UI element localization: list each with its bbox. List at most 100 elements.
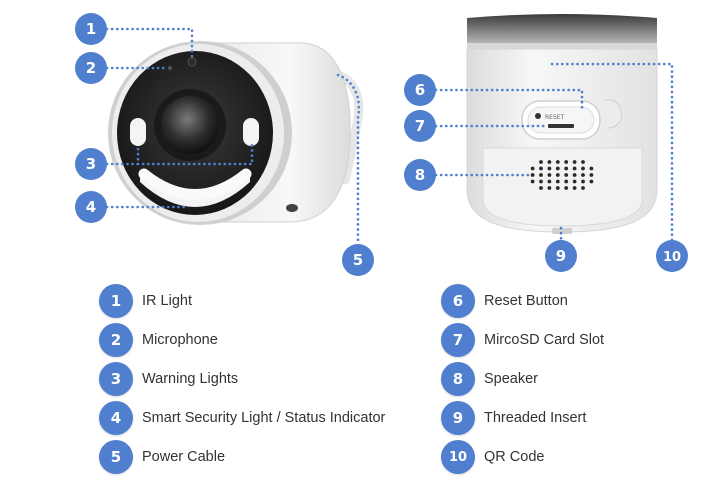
callout-6: 6 [404,74,436,106]
legend-number: 8 [441,362,475,396]
speaker-hole [572,186,577,190]
legend-label: Reset Button [484,293,568,309]
microsd-card-slot [548,124,574,128]
camera-parts-diagram: RESET 1 2 3 4 5 6 7 8 9 10 [75,13,688,276]
speaker-hole [547,160,552,164]
ir-light [187,57,197,67]
smart-security-light [140,170,250,207]
callout-1: 1 [75,13,107,45]
callout-8: 8 [404,159,436,191]
speaker-hole [539,179,543,184]
threaded-insert [552,228,572,234]
speaker-hole [581,160,585,164]
speaker-hole [547,166,552,171]
warning-light-right [243,118,259,146]
speaker-hole [530,179,535,184]
callout-10: 10 [656,240,688,272]
reset-button [535,113,541,119]
legend-item-speaker: 8 Speaker [441,362,538,396]
speaker-hole [572,173,577,177]
legend-item-warning-lights: 3 Warning Lights [99,362,238,396]
speaker-hole [555,160,560,164]
legend-item-qr-code: 10 QR Code [441,440,544,474]
legend-number: 7 [441,323,475,357]
speaker-hole [555,186,560,190]
speaker-hole [539,166,543,171]
legend-label: Smart Security Light / Status Indicator [142,410,386,426]
legend-item-microphone: 2 Microphone [99,323,218,357]
legend-label: QR Code [484,449,545,465]
rear-camera-illustration: RESET [466,14,658,234]
speaker-hole [572,166,577,171]
warning-light-left [130,118,146,146]
legend-label: Speaker [484,371,539,387]
speaker-hole [539,160,543,164]
callout-2: 2 [75,52,107,84]
speaker-hole [589,179,594,184]
speaker-hole [572,160,577,164]
legend-item-reset-button: 6 Reset Button [441,284,568,318]
legend-item-smart-security-light: 4 Smart Security Light / Status Indicato… [99,401,385,435]
legend-item-ir-light: 1 IR Light [99,284,192,318]
speaker-hole [564,160,569,164]
legend-number: 1 [99,284,133,318]
legend-label: Warning Lights [142,371,239,387]
parts-legend: 1 IR Light 2 Microphone 3 Warning Lights… [0,282,723,482]
camera-lens [161,96,219,154]
svg-text:2: 2 [86,59,96,77]
speaker-hole [581,179,585,184]
speaker-hole [530,166,535,171]
legend-label: MircoSD Card Slot [484,332,605,348]
speaker-hole [547,179,552,184]
speaker-hole [581,166,585,171]
callout-3: 3 [75,148,107,180]
speaker-hole [581,186,585,190]
speaker-hole [555,173,560,177]
legend-number: 10 [441,440,475,474]
speaker-hole [555,166,560,171]
speaker-hole [564,186,569,190]
svg-text:4: 4 [86,198,96,216]
svg-text:5: 5 [353,251,363,269]
speaker-hole [547,186,552,190]
legend-number: 3 [99,362,133,396]
rear-speaker-panel [482,147,643,227]
callout-9: 9 [545,240,577,272]
speaker-hole [564,173,569,177]
legend-number: 9 [441,401,475,435]
speaker-hole [581,173,585,177]
speaker-hole [530,173,535,177]
svg-text:9: 9 [556,247,566,265]
microphone-hole [168,66,172,70]
svg-text:3: 3 [86,155,96,173]
rear-top-cap [467,14,657,45]
legend-label: Power Cable [142,449,226,465]
legend-label: Microphone [142,332,218,348]
speaker-hole [572,179,577,184]
speaker-hole [555,179,560,184]
legend-label: IR Light [142,293,192,309]
legend-number: 4 [99,401,133,435]
speaker-grille [530,160,594,190]
svg-text:1: 1 [86,20,96,38]
speaker-hole [539,186,543,190]
leader-lines [105,27,674,246]
svg-text:7: 7 [415,117,425,135]
callout-badges: 1 2 3 4 5 6 7 8 9 10 [75,13,688,276]
speaker-hole [539,173,543,177]
speaker-hole [564,166,569,171]
speaker-hole [564,179,569,184]
legend-item-threaded-insert: 9 Threaded Insert [441,401,586,435]
svg-text:8: 8 [415,166,425,184]
speaker-hole [547,173,552,177]
legend-number: 2 [99,323,133,357]
callout-5: 5 [342,244,374,276]
legend-label: Threaded Insert [484,410,587,426]
speaker-hole [589,166,594,171]
legend-number: 6 [441,284,475,318]
speaker-hole [589,173,594,177]
front-camera-illustration [108,41,364,225]
legend-number: 5 [99,440,133,474]
svg-text:6: 6 [415,81,425,99]
legend-item-microsd-slot: 7 MircoSD Card Slot [441,323,604,357]
